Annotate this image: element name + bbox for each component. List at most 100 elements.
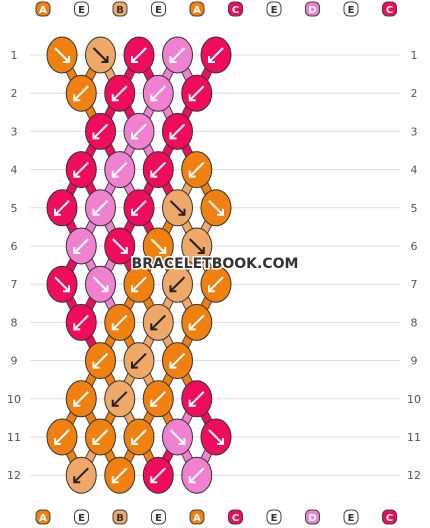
string-letter-bottom: C: [232, 513, 239, 524]
knot: [142, 456, 174, 494]
row-label-right: 10: [407, 393, 421, 406]
arrow-icon: [208, 200, 224, 216]
row-label-left: 8: [11, 316, 18, 329]
arrow-head-icon: [178, 438, 186, 445]
arrow-head-icon: [111, 94, 119, 102]
knot: [181, 456, 213, 494]
arrow-head-icon: [169, 361, 177, 369]
row-label-right: 3: [411, 125, 418, 138]
arrow-head-icon: [54, 438, 61, 445]
knot: [65, 456, 97, 494]
knot: [104, 151, 136, 189]
row-label-left: 12: [7, 469, 21, 482]
arrow-head-icon: [150, 170, 158, 178]
arrow-icon: [169, 123, 186, 140]
knot: [142, 303, 174, 341]
arrow-icon: [73, 238, 89, 254]
arrow-head-icon: [111, 476, 119, 484]
string-letter-bottom: E: [271, 513, 278, 524]
knot: [142, 74, 174, 112]
knot-grid: [46, 36, 232, 494]
arrow-head-icon: [150, 323, 158, 331]
string-letter-top-chip: [35, 1, 51, 17]
knot: [162, 189, 193, 227]
knot: [200, 189, 232, 227]
string-letter-bottom: B: [116, 513, 124, 524]
arrow-icon: [112, 467, 128, 483]
arrow-head-icon: [208, 285, 215, 293]
arrow-icon: [131, 429, 147, 445]
arrow-icon: [131, 47, 147, 63]
arrow-head-icon: [131, 361, 138, 369]
arrow-icon: [54, 200, 70, 216]
string-letter-bottom-chip: [305, 509, 320, 525]
knot: [85, 342, 116, 380]
arrow-icon: [54, 47, 70, 63]
arrow-head-icon: [188, 94, 196, 102]
knot: [85, 36, 116, 74]
arrow-head-icon: [111, 399, 119, 407]
arrow-head-icon: [150, 94, 158, 102]
string-letter-top-chip: [189, 1, 205, 17]
string-letter-bottom-chip: [266, 509, 282, 525]
arrow-icon: [150, 161, 166, 178]
arrow-icon: [208, 276, 224, 292]
string-letter-top-chip: [305, 1, 320, 17]
row-label-right: 5: [411, 202, 418, 215]
arrow-icon: [92, 276, 109, 292]
knot: [162, 265, 193, 303]
string-letter-top-chip: [112, 1, 128, 17]
string-letter-top: E: [155, 5, 162, 16]
string-letter-bottom: E: [78, 513, 85, 524]
arrow-head-icon: [92, 438, 100, 445]
arrow-head-icon: [217, 438, 224, 445]
arrow-icon: [150, 391, 166, 407]
knot: [46, 265, 78, 303]
arrow-icon: [189, 467, 205, 483]
arrow-head-icon: [131, 132, 138, 140]
knot: [104, 456, 136, 494]
arrow-head-icon: [150, 399, 158, 407]
knot: [123, 342, 155, 380]
knot: [65, 380, 97, 418]
knot: [181, 151, 213, 189]
knot: [85, 112, 116, 150]
string-letter-bottom: E: [348, 513, 355, 524]
string-letter-top: C: [232, 5, 239, 16]
row-label-left: 1: [11, 49, 18, 62]
watermark-shadow: BRACELETBOOK.COM: [132, 256, 299, 272]
knot: [142, 227, 174, 265]
row-label-right: 4: [411, 164, 418, 177]
knot: [200, 418, 232, 456]
row-label-right: 7: [411, 278, 418, 291]
arrow-icon: [112, 314, 128, 331]
knot: [65, 151, 97, 189]
row-label-left: 7: [11, 278, 18, 291]
string-letter-top: A: [193, 5, 201, 16]
arrow-icon: [150, 238, 166, 254]
knot: [162, 36, 193, 74]
string-letter-bottom-chip: [74, 509, 89, 525]
arrow-head-icon: [101, 285, 109, 293]
string-letter-bottom-chip: [151, 509, 166, 525]
arrow-head-icon: [131, 438, 138, 445]
arrow-head-icon: [92, 361, 100, 369]
row-label-left: 10: [7, 393, 21, 406]
arrow-icon: [208, 47, 224, 63]
knot: [46, 418, 78, 456]
arrow-icon: [169, 429, 186, 445]
arrow-icon: [112, 161, 128, 178]
arrow-head-icon: [111, 170, 119, 178]
row-label-left: 5: [11, 202, 18, 215]
string-letter-top-chip: [343, 1, 359, 17]
arrow-icon: [112, 85, 128, 101]
knot: [181, 227, 213, 265]
arrow-head-icon: [208, 56, 215, 63]
arrow-icon: [73, 85, 89, 101]
row-label-left: 4: [11, 164, 18, 177]
arrow-head-icon: [178, 208, 186, 216]
string-letter-top: C: [386, 5, 393, 16]
knot: [46, 189, 78, 227]
arrow-head-icon: [120, 247, 128, 254]
